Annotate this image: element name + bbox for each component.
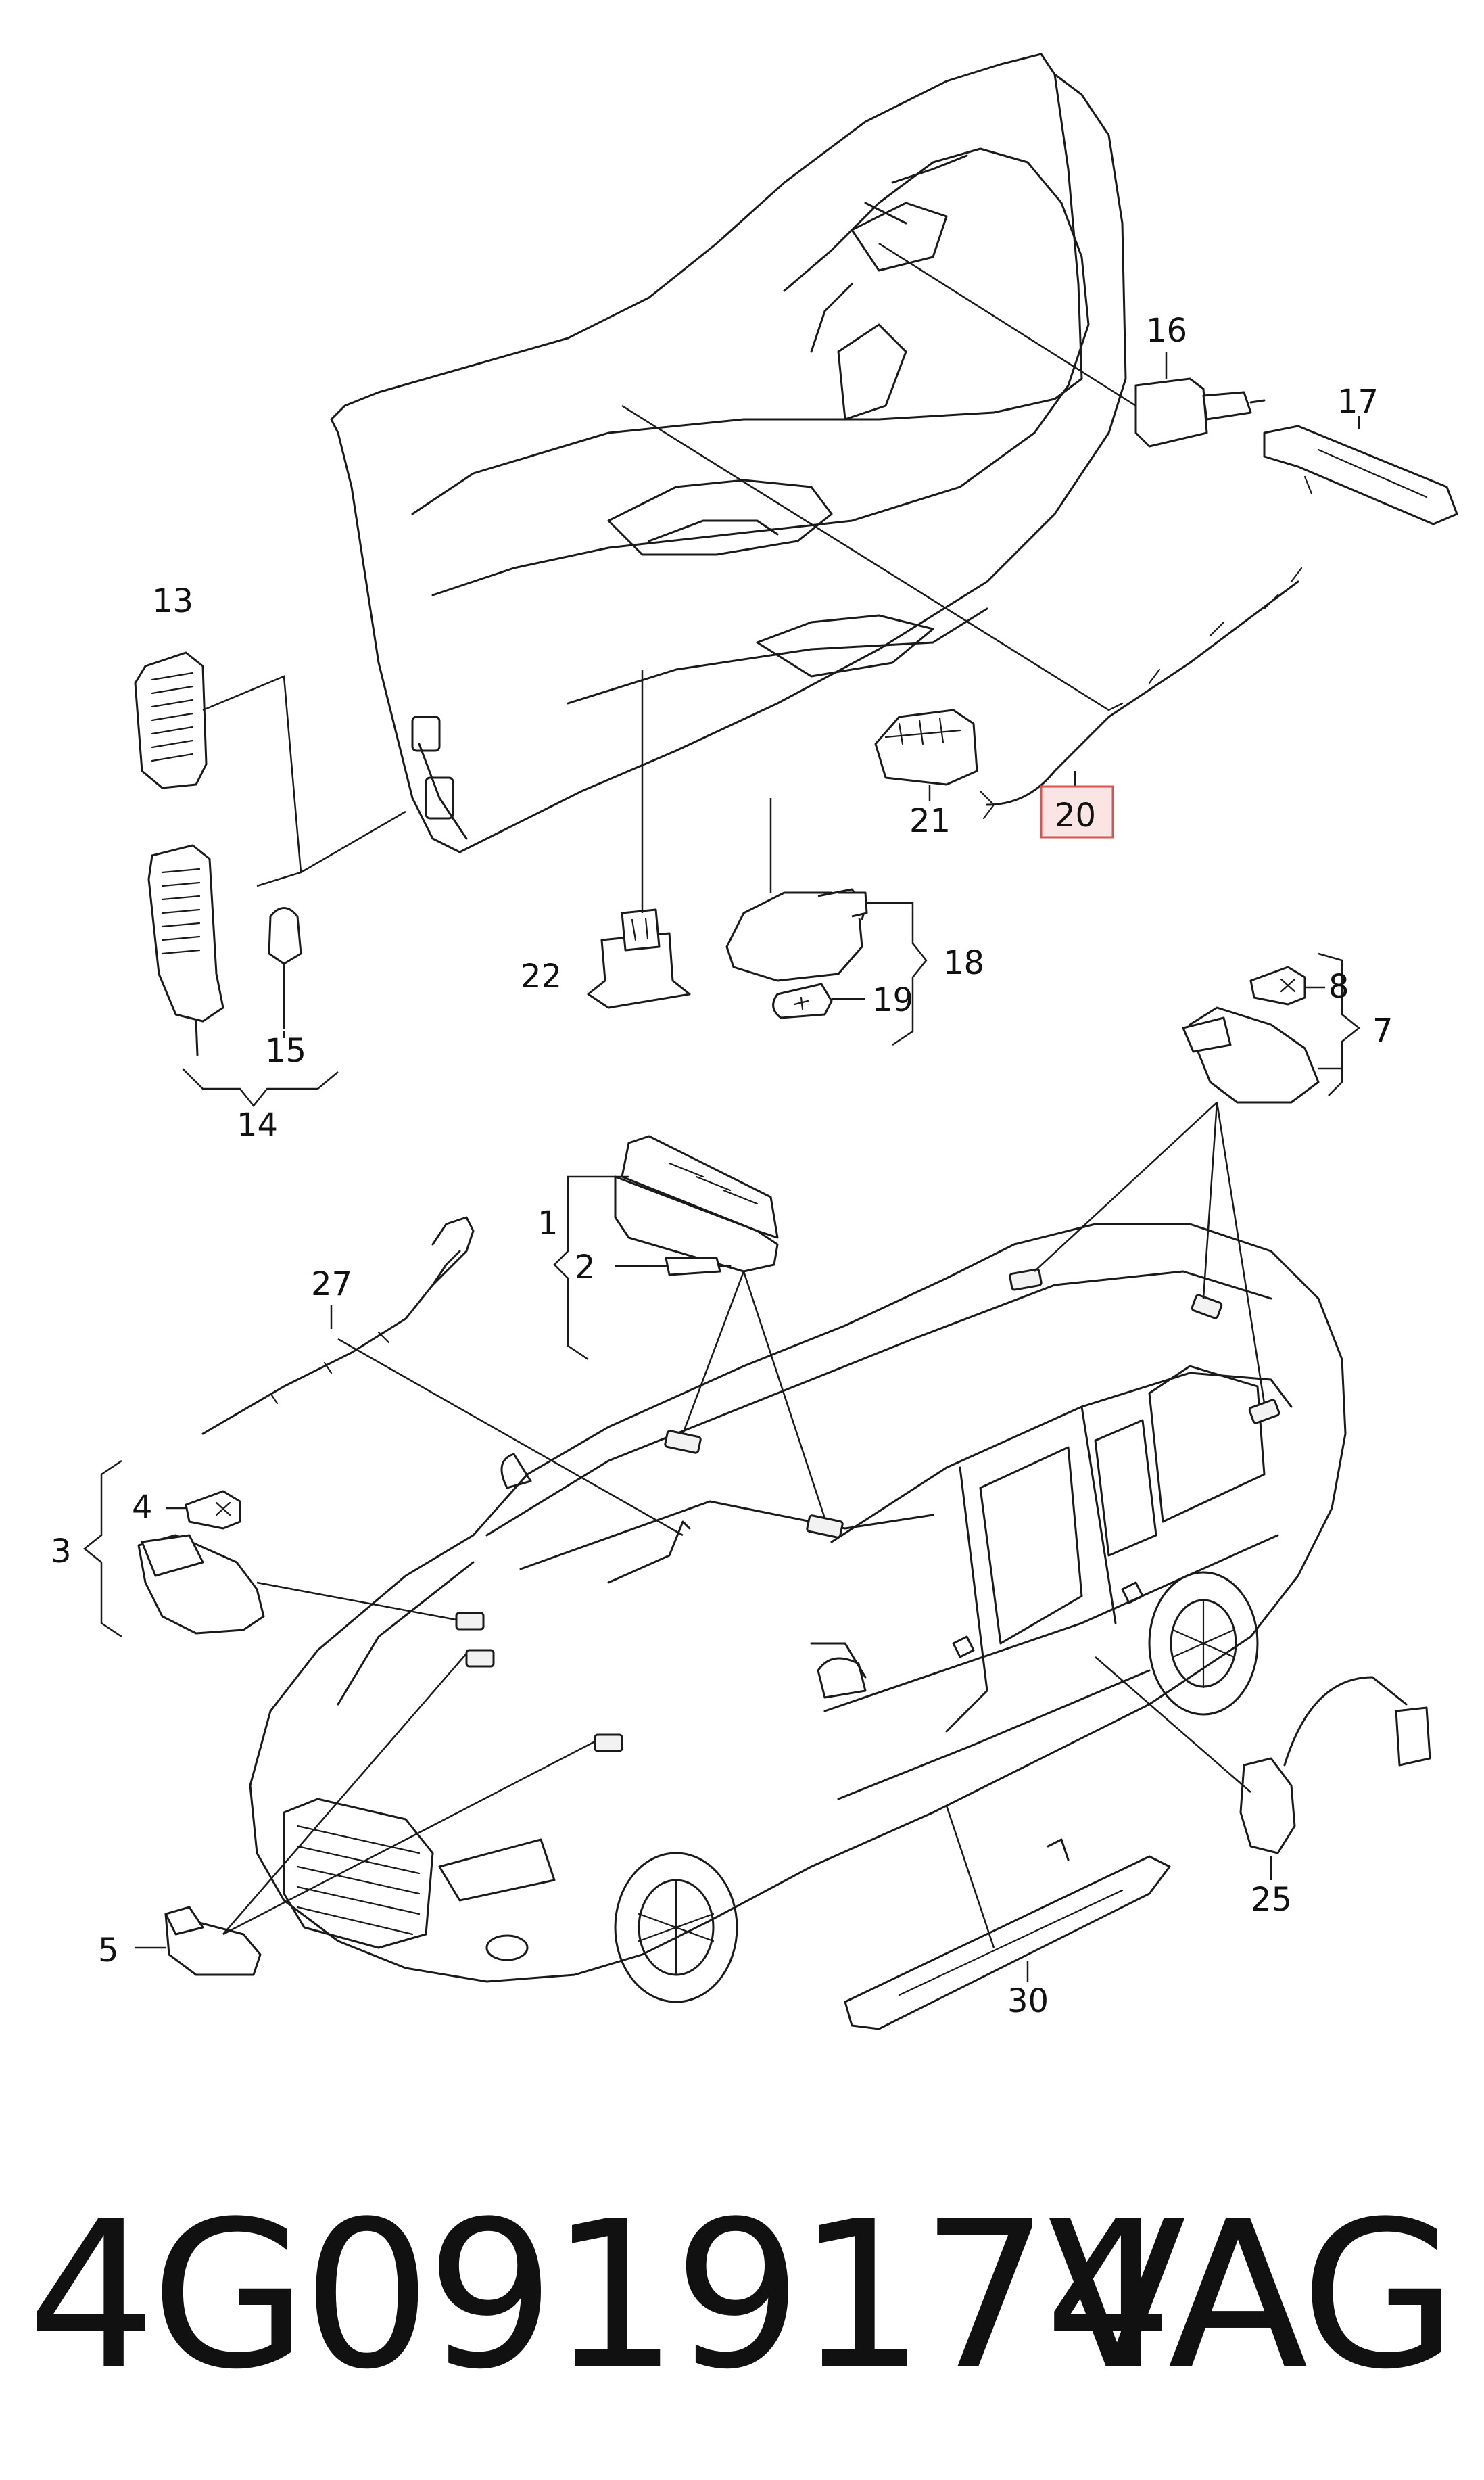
- reading-lamp-part3: [137, 1534, 265, 1635]
- callout-25: 25: [1251, 1881, 1292, 1919]
- callout-16: 16: [1146, 312, 1187, 350]
- leader-5-car: [222, 1653, 596, 1936]
- connector-part22: [587, 908, 691, 1009]
- bulb-part4: [185, 1490, 241, 1530]
- bulb-part8: [1249, 966, 1306, 1006]
- rear-wheel: [1148, 1571, 1259, 1716]
- callout-30: 30: [1007, 1982, 1049, 2020]
- festoon-bulb-part2: [651, 1257, 732, 1276]
- door-switch-part16: [1134, 377, 1266, 448]
- bulb-part15: [268, 907, 302, 1029]
- callout-18: 18: [943, 944, 984, 982]
- callout-17: 17: [1337, 383, 1379, 421]
- leader-27: [330, 1305, 684, 1537]
- car-body: [249, 1223, 1347, 2003]
- control-module-part21: [874, 709, 978, 786]
- leader-30: [945, 1805, 1029, 1982]
- interior-light-part1: [614, 1135, 779, 1273]
- callout-2: 2: [575, 1248, 596, 1286]
- front-grille: [283, 1798, 434, 1949]
- callout-4: 4: [132, 1489, 153, 1526]
- callout-19: 19: [872, 981, 913, 1019]
- callout-8: 8: [1329, 968, 1349, 1006]
- sensor-part25: [1239, 1676, 1431, 1854]
- front-wheel: [614, 1852, 738, 2003]
- callout-14: 14: [237, 1106, 278, 1144]
- leader-3-bracket: [82, 1459, 122, 1638]
- callout-27: 27: [311, 1265, 352, 1303]
- door-handle-part17: [1263, 425, 1458, 525]
- door-warning-lamp-part14: [147, 844, 224, 1056]
- door-sill-trim-part30: [844, 1838, 1171, 2030]
- leader-3-car: [256, 1581, 457, 1621]
- footer: 4G0919174A VAG: [27, 2178, 1458, 2414]
- callout-15: 15: [265, 1032, 306, 1070]
- leader-20-door: [621, 404, 1109, 711]
- leader-7-bracket: [1318, 952, 1361, 1096]
- footwell-light-part5: [164, 1906, 262, 1976]
- callout-20: 20: [1055, 797, 1096, 835]
- leader-18-bracket: [865, 902, 928, 1046]
- callout-22: 22: [521, 958, 562, 996]
- bulb-part19: [772, 983, 833, 1019]
- leader-13-14: [202, 675, 406, 887]
- car-light-markers: [455, 1268, 1280, 1752]
- callout-5: 5: [98, 1932, 119, 1969]
- door-trim-panel: [330, 53, 1127, 853]
- callout-13: 13: [152, 582, 193, 620]
- callout-1: 1: [537, 1204, 558, 1242]
- callout-7: 7: [1372, 1012, 1393, 1050]
- leader-1-car: [681, 1271, 826, 1519]
- highlight-box-part20: [1040, 785, 1114, 839]
- leader-1-bracket: [553, 1175, 595, 1361]
- callout-3: 3: [51, 1533, 72, 1570]
- wiring-harness-part20: [979, 567, 1303, 820]
- brand-name: VAG: [1047, 2178, 1458, 2414]
- callout-21: 21: [909, 802, 951, 840]
- door-speaker-grille-part13: [134, 651, 208, 789]
- wiring-harness-part27: [201, 1216, 475, 1435]
- leader-16-door: [878, 242, 1136, 407]
- leader-14-bracket: [182, 1068, 339, 1108]
- leader-7-car: [1034, 1102, 1266, 1404]
- door-courtesy-lamp-part18: [725, 888, 868, 982]
- part-number: 4G0919174A: [27, 2178, 1307, 2414]
- rear-lamp-part7: [1182, 1006, 1320, 1104]
- leader-25: [1095, 1656, 1272, 1880]
